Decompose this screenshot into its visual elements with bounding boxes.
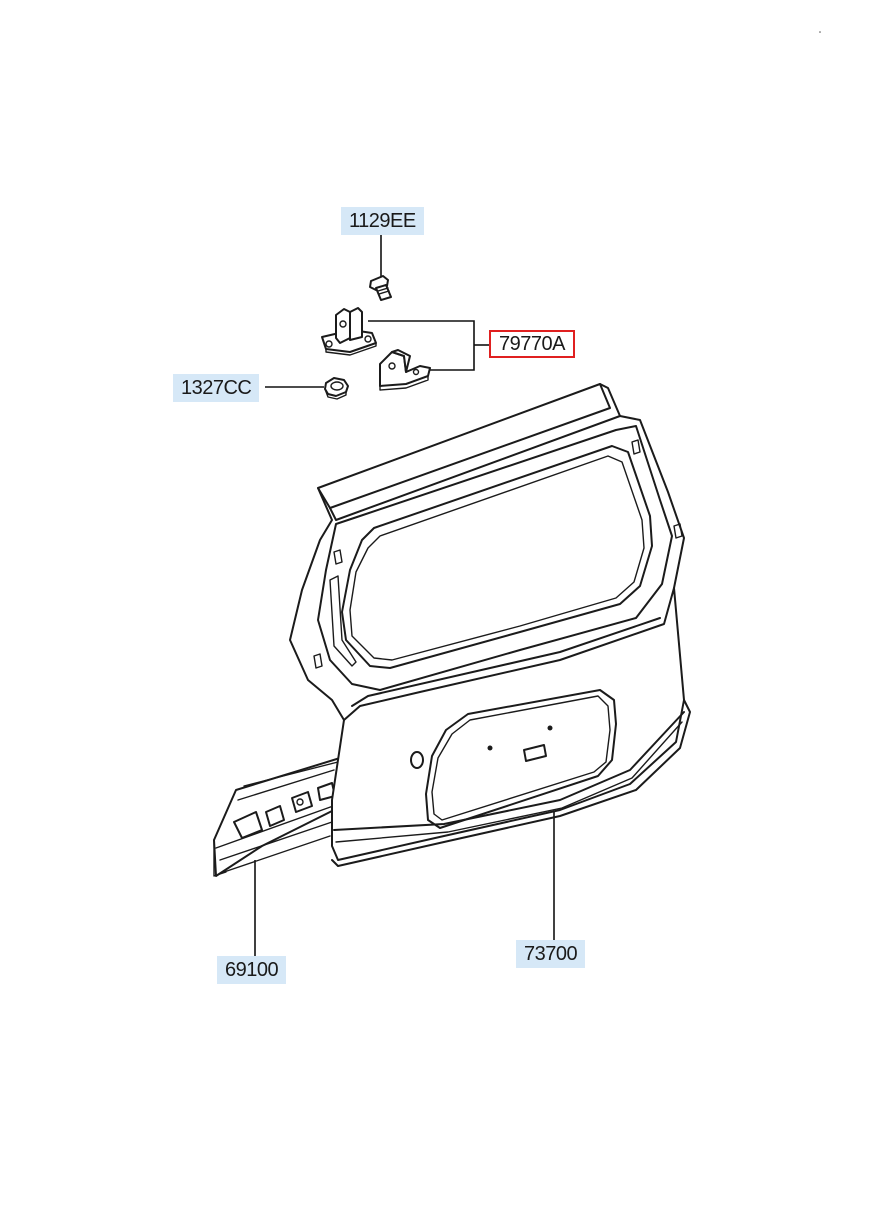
bolt-part[interactable] [369, 275, 392, 301]
speck-mark [819, 31, 821, 33]
leader-lines [254, 234, 555, 956]
hinge-lower-part[interactable] [379, 349, 431, 391]
part-label-nut[interactable]: 1327CC [173, 374, 260, 402]
nut-part[interactable] [324, 377, 349, 400]
part-label-hinge[interactable]: 79770A [489, 330, 575, 358]
part-label-tail-gate[interactable]: 73700 [516, 940, 586, 968]
part-label-rear-panel[interactable]: 69100 [217, 956, 287, 984]
hinge-upper-part[interactable] [321, 307, 377, 356]
part-label-bolt[interactable]: 1129EE [341, 207, 424, 235]
tail-gate-part[interactable] [289, 383, 691, 867]
rear-panel-part[interactable] [213, 757, 346, 877]
